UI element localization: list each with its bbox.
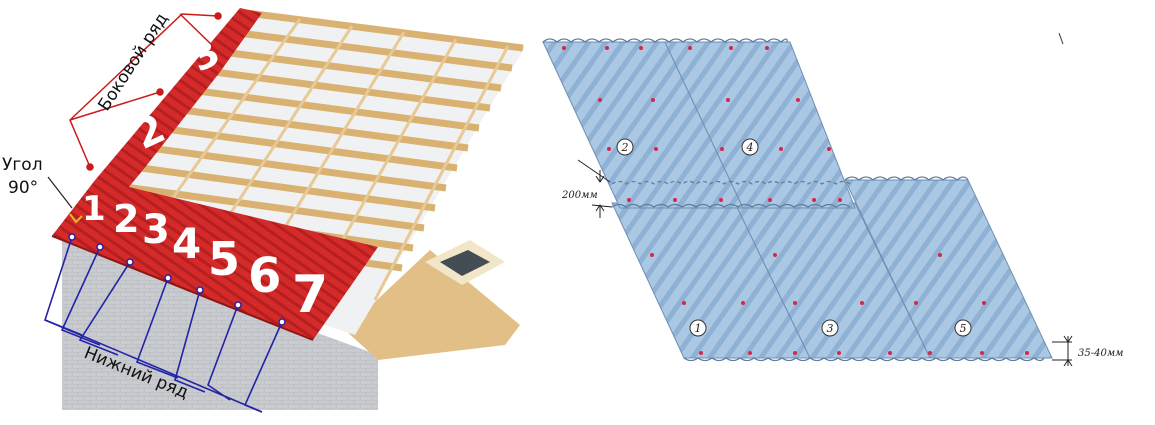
angle-marker bbox=[47, 176, 83, 224]
bottom-row-leader-lines bbox=[44, 236, 283, 413]
gable-wood-end bbox=[345, 250, 520, 360]
sheet-number-4: 4 bbox=[746, 141, 754, 154]
angle-label-line1: Угол bbox=[2, 155, 43, 175]
sheet-number-5: 5 bbox=[960, 322, 967, 335]
sheet-number-2: 2 bbox=[621, 141, 629, 154]
sheet-4 bbox=[664, 41, 856, 209]
fasteners bbox=[562, 46, 1029, 355]
overlap-dimension bbox=[577, 159, 613, 218]
edge-label: 35-40мм bbox=[1078, 348, 1123, 359]
sheet-number-3: 3 bbox=[827, 322, 834, 335]
bottom-row-leader-dots bbox=[68, 233, 286, 326]
edge-dimension bbox=[1052, 335, 1073, 367]
side-row-label: Боковой ряд bbox=[94, 10, 172, 115]
right-sheet-layout-diagram: 2 4 1 3 5 200мм 35-40мм bbox=[542, 32, 1123, 367]
overlap-label: 200мм bbox=[561, 190, 598, 201]
corner-tick-mark bbox=[1058, 32, 1064, 45]
bottom-row-numbers: 1 2 3 4 5 6 7 bbox=[82, 189, 328, 325]
sheet-number-markers: 2 4 1 3 5 bbox=[616, 138, 972, 337]
bottom-number-7: 7 bbox=[292, 265, 328, 325]
bottom-row-sheets bbox=[52, 179, 378, 340]
sheet-5 bbox=[844, 179, 1053, 359]
bottom-number-3: 3 bbox=[142, 207, 170, 253]
roof-eave-edge bbox=[51, 235, 314, 341]
bottom-number-4: 4 bbox=[172, 219, 201, 268]
left-roof-diagram: 1 2 3 4 5 6 7 2 3 Боковой ряд Угол bbox=[2, 8, 525, 413]
bottom-number-5: 5 bbox=[208, 232, 240, 286]
angle-label-line2: 90° bbox=[8, 178, 38, 198]
bottom-number-6: 6 bbox=[248, 248, 281, 304]
sheet-number-1: 1 bbox=[695, 322, 702, 335]
brick-wall bbox=[62, 240, 378, 410]
side-row-marker bbox=[69, 12, 222, 171]
corrugated-edges bbox=[542, 38, 1045, 362]
bottom-number-1: 1 bbox=[82, 189, 106, 229]
side-row-sheets bbox=[52, 8, 262, 236]
bottom-number-2: 2 bbox=[113, 197, 139, 241]
insulation-foil bbox=[440, 250, 490, 276]
